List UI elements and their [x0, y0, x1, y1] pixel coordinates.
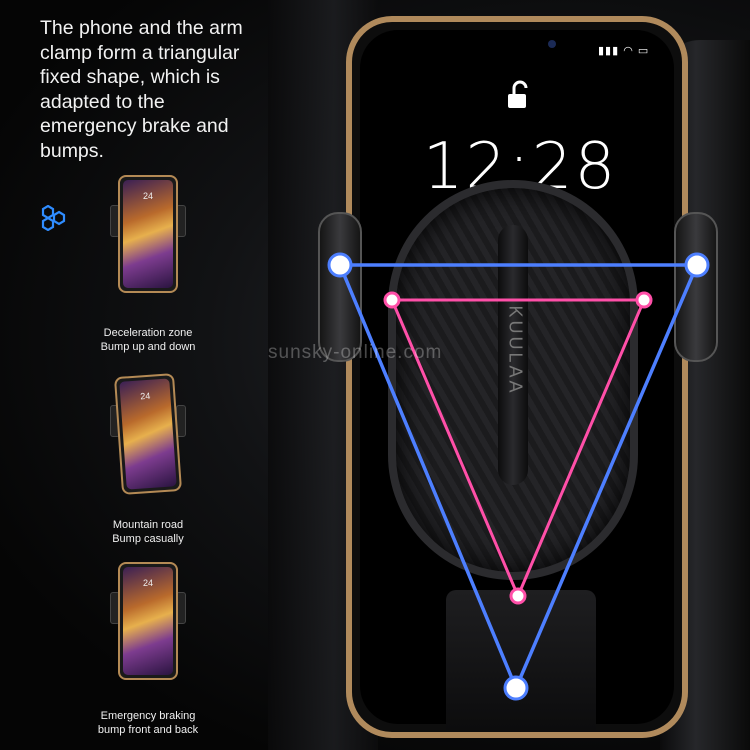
phone-thumbnail: 24	[118, 562, 178, 680]
signal-wifi-battery-icon: ▮▮▮ ◠ ▭	[598, 45, 650, 57]
scenario-caption-1: Deceleration zone Bump up and down	[80, 327, 216, 354]
blue-node-bottom	[503, 675, 529, 701]
pink-node-bottom	[509, 587, 527, 605]
pink-node-left	[383, 291, 401, 309]
mount-base	[446, 590, 596, 730]
caption-line-1: Deceleration zone	[103, 327, 193, 339]
pink-node-right	[635, 291, 653, 309]
blue-node-left	[327, 252, 353, 278]
phone-notch	[448, 30, 598, 56]
phone-thumbnail: 24	[118, 175, 178, 293]
headline-text: The phone and the arm clamp form a trian…	[40, 17, 243, 162]
caption-line-2: Bump casually	[112, 532, 184, 545]
scenario-thumbnail-1: 24	[108, 175, 188, 295]
caption-line-2: bump front and back	[97, 723, 199, 736]
caption-line-2: Bump up and down	[100, 340, 196, 353]
thumbnail-time: 24	[142, 191, 153, 201]
hexagon-cluster-icon	[41, 205, 66, 231]
blue-node-right	[684, 252, 710, 278]
thumbnail-time: 24	[142, 578, 153, 588]
caption-line-1: Emergency braking	[100, 710, 196, 722]
mount-center-slot	[498, 225, 528, 485]
pink-triangle	[389, 298, 647, 600]
clamp-arm-right	[674, 212, 718, 362]
phone-wallpaper	[123, 567, 173, 675]
scenario-thumbnail-2: 24	[108, 373, 188, 495]
caption-line-1: Mountain road	[112, 519, 184, 531]
scenario-caption-2: Mountain road Bump casually	[80, 519, 216, 546]
camera-icon	[548, 40, 556, 48]
scenario-thumbnail-3: 24	[108, 562, 188, 682]
scenario-caption-3: Emergency braking bump front and back	[80, 710, 216, 737]
blue-triangle	[337, 263, 700, 693]
phone-wallpaper	[123, 180, 173, 288]
clamp-arm-left	[318, 212, 362, 362]
watermark: sunsky-online.com	[268, 342, 443, 363]
unlock-icon	[508, 80, 528, 108]
